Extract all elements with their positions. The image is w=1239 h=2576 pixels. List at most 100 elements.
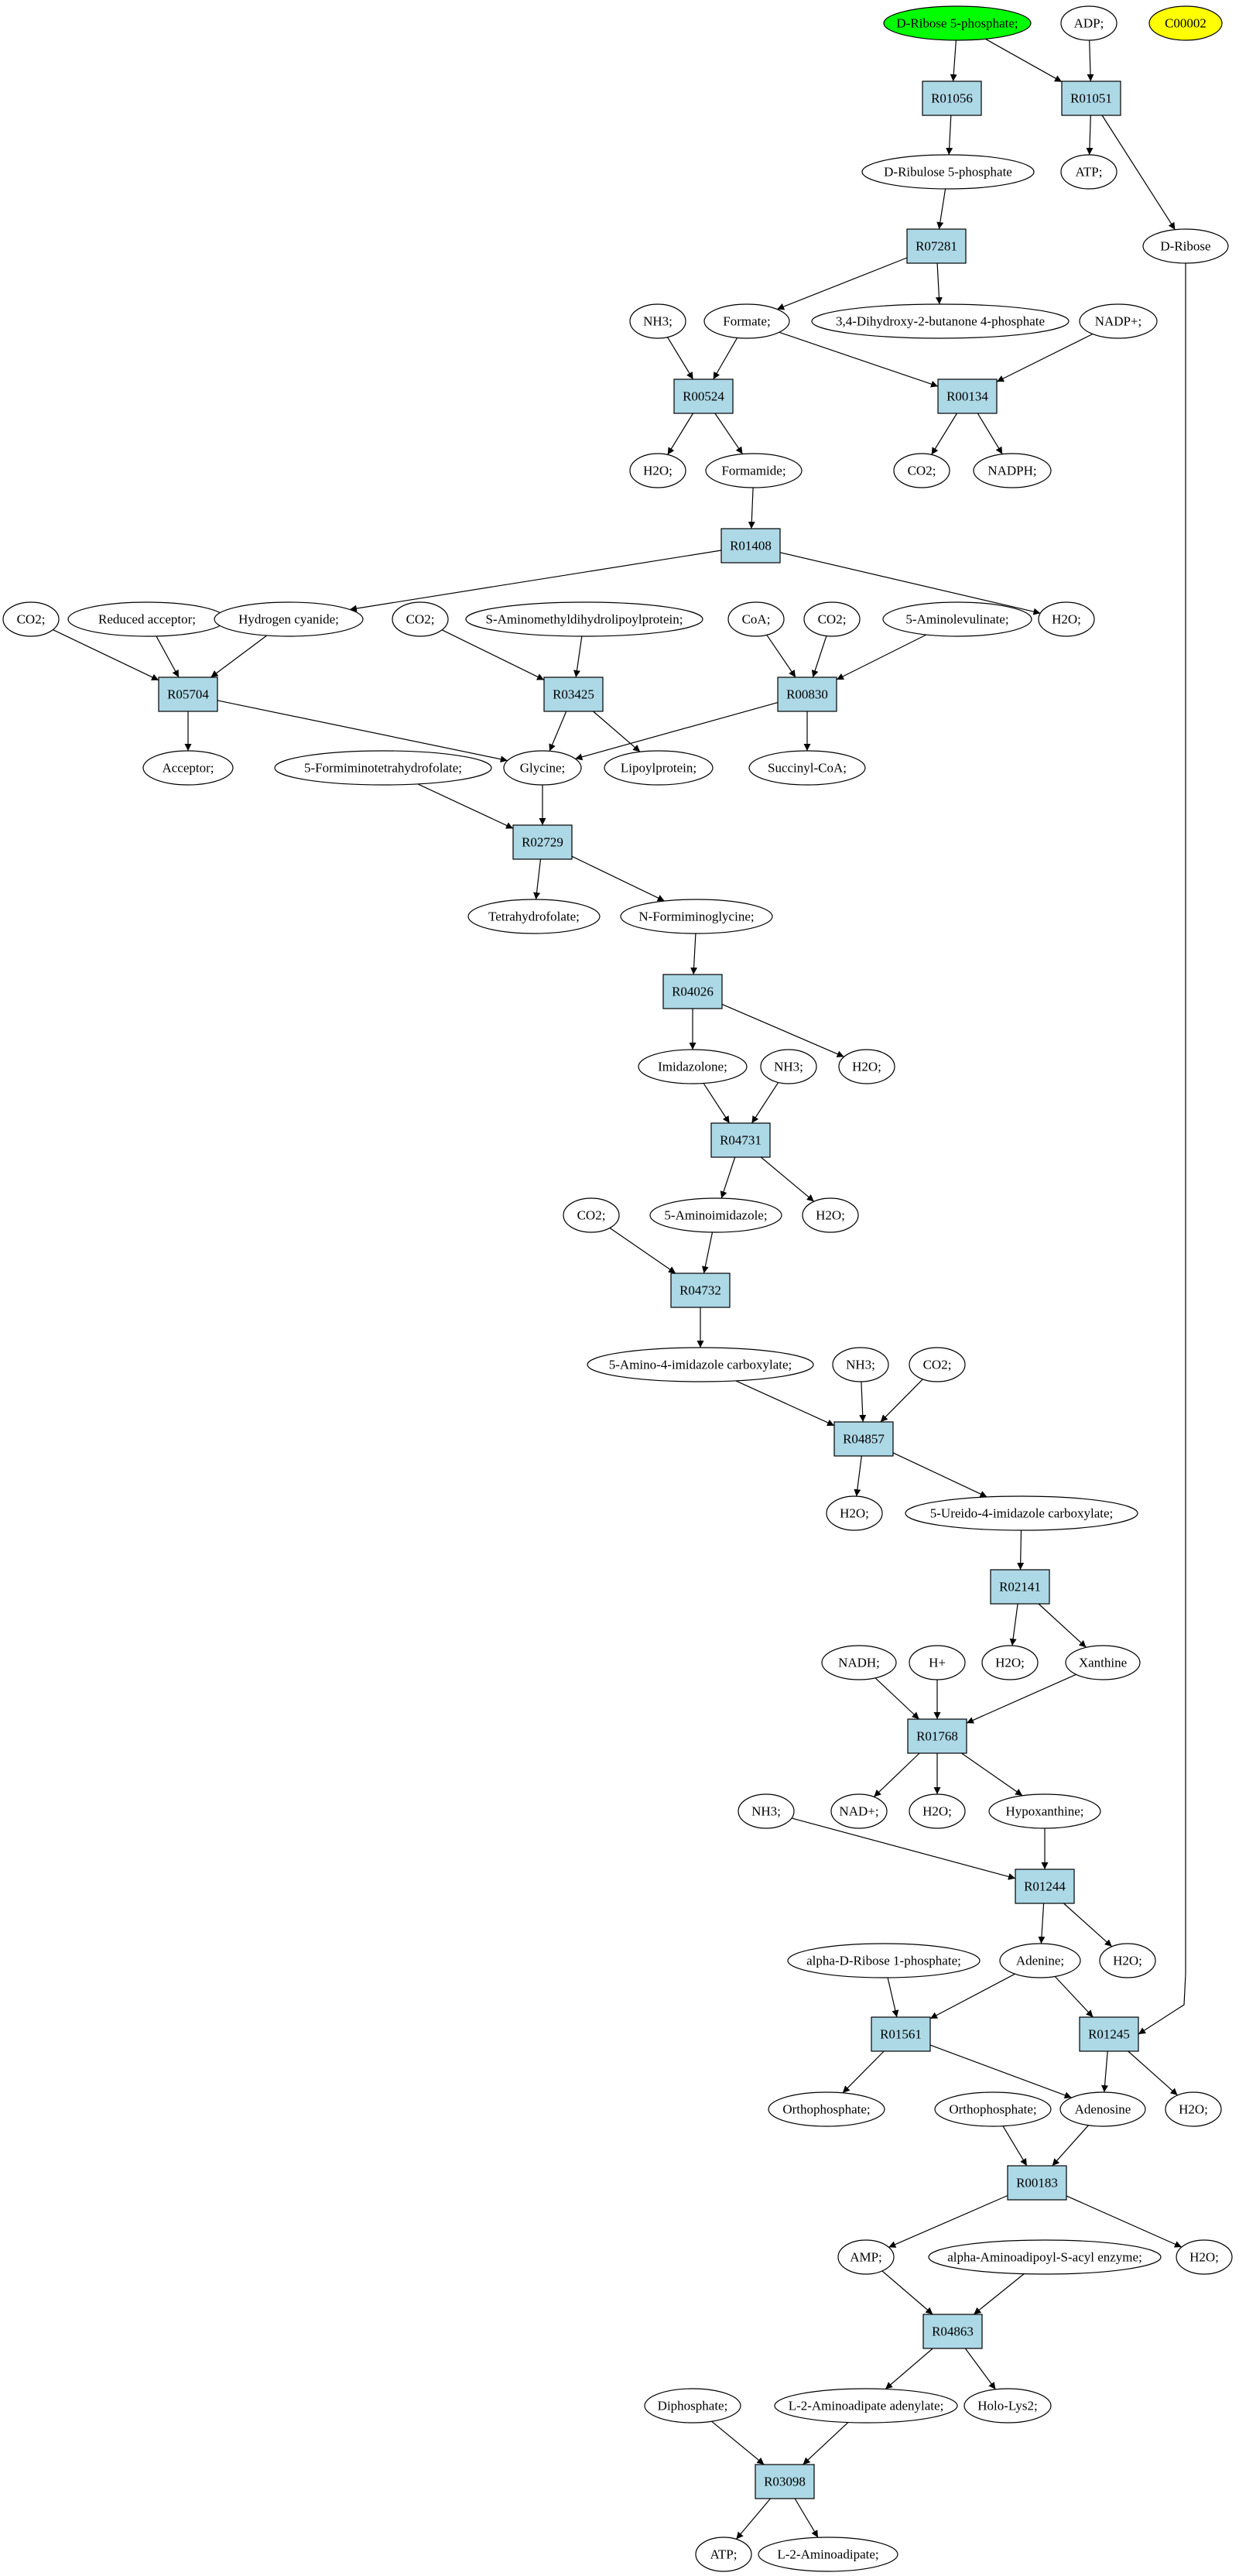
compound-node-co2_1[interactable]: CO2; xyxy=(893,453,950,488)
compound-node-succoa[interactable]: Succinyl-CoA; xyxy=(748,750,866,786)
compound-node-imidazolone[interactable]: Imidazolone; xyxy=(638,1049,748,1084)
compound-node-co2_6[interactable]: CO2; xyxy=(909,1347,966,1382)
compound-node-dihydroxy[interactable]: 3,4-Dihydroxy-2-butanone 4-phosphate xyxy=(811,303,1070,339)
reaction-node-R04863[interactable]: R04863 xyxy=(922,2314,983,2349)
compound-node-aic[interactable]: 5-Amino-4-imidazole carboxylate; xyxy=(587,1347,814,1382)
compound-node-co2_2[interactable]: CO2; xyxy=(2,601,60,637)
reaction-node-R01244[interactable]: R01244 xyxy=(1015,1869,1075,1904)
compound-node-amp[interactable]: AMP; xyxy=(837,2239,895,2275)
compound-ellipse xyxy=(758,2537,898,2572)
compound-node-ortho_1[interactable]: Orthophosphate; xyxy=(768,2091,885,2127)
compound-node-xanthine[interactable]: Xanthine xyxy=(1065,1645,1141,1680)
compound-node-hololys2[interactable]: Holo-Lys2; xyxy=(963,2388,1052,2424)
reaction-node-R00830[interactable]: R00830 xyxy=(777,677,837,712)
compound-node-co2_4[interactable]: CO2; xyxy=(803,601,861,637)
reaction-node-R02141[interactable]: R02141 xyxy=(990,1569,1050,1605)
compound-node-aminoimid[interactable]: 5-Aminoimidazole; xyxy=(649,1197,782,1233)
compound-ellipse xyxy=(909,1793,966,1829)
compound-node-coa[interactable]: CoA; xyxy=(727,601,785,637)
reaction-node-R04026[interactable]: R04026 xyxy=(662,974,723,1009)
compound-ellipse xyxy=(830,1793,888,1829)
compound-node-co2_5[interactable]: CO2; xyxy=(563,1197,620,1233)
compound-node-h2o_2[interactable]: H2O; xyxy=(1038,601,1095,637)
compound-node-adenine[interactable]: Adenine; xyxy=(999,1943,1081,1978)
compound-node-formate[interactable]: Formate; xyxy=(703,303,790,339)
compound-node-samdl[interactable]: S-Aminomethyldihydrolipoylprotein; xyxy=(465,601,703,637)
compound-node-h2o_3[interactable]: H2O; xyxy=(838,1049,895,1084)
reaction-node-R05704[interactable]: R05704 xyxy=(158,677,218,712)
compound-node-nadp[interactable]: NADP+; xyxy=(1079,303,1158,339)
compound-node-adr1p[interactable]: alpha-D-Ribose 1-phosphate; xyxy=(787,1943,981,1978)
compound-node-h2o_4[interactable]: H2O; xyxy=(802,1197,859,1233)
reaction-node-R00183[interactable]: R00183 xyxy=(1007,2165,1067,2201)
reaction-node-R03098[interactable]: R03098 xyxy=(755,2464,815,2499)
reaction-node-R01051[interactable]: R01051 xyxy=(1061,80,1121,116)
compound-node-hplus[interactable]: H+ xyxy=(909,1645,966,1680)
compound-node-nadph[interactable]: NADPH; xyxy=(973,453,1052,488)
compound-ellipse xyxy=(787,1943,981,1978)
reaction-node-R01408[interactable]: R01408 xyxy=(720,528,781,564)
reaction-node-R01561[interactable]: R01561 xyxy=(871,2016,931,2052)
reaction-node-R00134[interactable]: R00134 xyxy=(937,379,998,414)
compound-node-ribose5p[interactable]: D-Ribose 5-phosphate; xyxy=(883,5,1032,41)
reaction-node-R03425[interactable]: R03425 xyxy=(543,677,604,712)
compound-node-thf[interactable]: Tetrahydrofolate; xyxy=(467,899,601,934)
compound-node-h2o_10[interactable]: H2O; xyxy=(1176,2239,1233,2275)
edge-co2_6-to-R04857 xyxy=(880,1379,923,1423)
reaction-node-R01056[interactable]: R01056 xyxy=(922,80,982,116)
compound-node-adp[interactable]: ADP; xyxy=(1060,5,1117,41)
compound-node-nadplus[interactable]: NAD+; xyxy=(830,1793,888,1829)
node-label: CO2; xyxy=(818,612,847,627)
compound-node-h2o_1[interactable]: H2O; xyxy=(629,453,686,488)
compound-node-nh3_1[interactable]: NH3; xyxy=(629,303,686,339)
compound-node-atp_top[interactable]: ATP; xyxy=(1060,154,1117,190)
compound-node-h2o_5[interactable]: H2O; xyxy=(826,1495,883,1531)
compound-node-nadh[interactable]: NADH; xyxy=(821,1645,897,1680)
compound-node-atp_bot[interactable]: ATP; xyxy=(695,2537,752,2572)
reaction-box xyxy=(710,1122,771,1158)
compound-ellipse xyxy=(629,303,686,339)
compound-node-nh3_3[interactable]: NH3; xyxy=(832,1347,889,1382)
compound-node-diphosphate[interactable]: Diphosphate; xyxy=(644,2388,741,2424)
compound-node-adenosine[interactable]: Adenosine xyxy=(1059,2091,1146,2127)
compound-ellipse xyxy=(467,899,601,934)
reaction-node-R00524[interactable]: R00524 xyxy=(673,379,734,414)
compound-node-formamide[interactable]: Formamide; xyxy=(705,453,803,488)
compound-node-co2_3[interactable]: CO2; xyxy=(392,601,449,637)
compound-node-l2aa[interactable]: L-2-Aminoadipate adenylate; xyxy=(774,2388,958,2424)
edge-R01244-to-h2o_8 xyxy=(1063,1903,1113,1947)
edge-R01561-to-adenosine xyxy=(929,2044,1072,2099)
compound-node-h2o_8[interactable]: H2O; xyxy=(1099,1943,1156,1978)
reaction-node-R02729[interactable]: R02729 xyxy=(512,824,573,860)
compound-node-h2o_6[interactable]: H2O; xyxy=(981,1645,1039,1680)
compound-node-ribulose5p[interactable]: D-Ribulose 5-phosphate xyxy=(861,154,1035,190)
compound-node-nh3_4[interactable]: NH3; xyxy=(738,1793,795,1829)
reaction-node-R01245[interactable]: R01245 xyxy=(1079,2016,1139,2052)
compound-node-h2o_9[interactable]: H2O; xyxy=(1165,2091,1222,2127)
compound-node-h2o_7[interactable]: H2O; xyxy=(909,1793,966,1829)
reaction-node-R01768[interactable]: R01768 xyxy=(907,1718,967,1754)
compound-node-fthf[interactable]: 5-Formiminotetrahydrofolate; xyxy=(274,750,492,786)
reaction-node-R04732[interactable]: R04732 xyxy=(670,1273,731,1308)
compound-node-nformgly[interactable]: N-Formiminoglycine; xyxy=(620,899,773,934)
compound-ellipse xyxy=(811,303,1070,339)
compound-node-ortho_2[interactable]: Orthophosphate; xyxy=(934,2091,1052,2127)
compound-node-c00002[interactable]: C00002 xyxy=(1148,5,1223,41)
compound-node-acceptor[interactable]: Acceptor; xyxy=(142,750,234,786)
compound-node-redacc[interactable]: Reduced acceptor; xyxy=(67,601,227,637)
compound-node-hcn[interactable]: Hydrogen cyanide; xyxy=(214,601,364,637)
compound-node-lipoyl[interactable]: Lipoylprotein; xyxy=(604,750,714,786)
node-label: NH3; xyxy=(643,314,673,329)
compound-node-ala[interactable]: 5-Aminolevulinate; xyxy=(882,601,1032,637)
compound-node-aaase[interactable]: alpha-Aminoadipoyl-S-acyl enzyme; xyxy=(928,2239,1162,2275)
edge-R01561-to-ortho_1 xyxy=(842,2050,885,2094)
compound-node-nh3_2[interactable]: NH3; xyxy=(760,1049,817,1084)
compound-node-dribose[interactable]: D-Ribose xyxy=(1142,228,1229,264)
compound-node-glycine[interactable]: Glycine; xyxy=(503,750,582,786)
compound-node-hypox[interactable]: Hypoxanthine; xyxy=(988,1793,1101,1829)
reaction-node-R07281[interactable]: R07281 xyxy=(906,228,967,264)
reaction-node-R04731[interactable]: R04731 xyxy=(710,1122,771,1158)
reaction-node-R04857[interactable]: R04857 xyxy=(833,1421,894,1457)
compound-node-uic[interactable]: 5-Ureido-4-imidazole carboxylate; xyxy=(905,1495,1138,1531)
compound-node-l2aminoadipate[interactable]: L-2-Aminoadipate; xyxy=(758,2537,898,2572)
